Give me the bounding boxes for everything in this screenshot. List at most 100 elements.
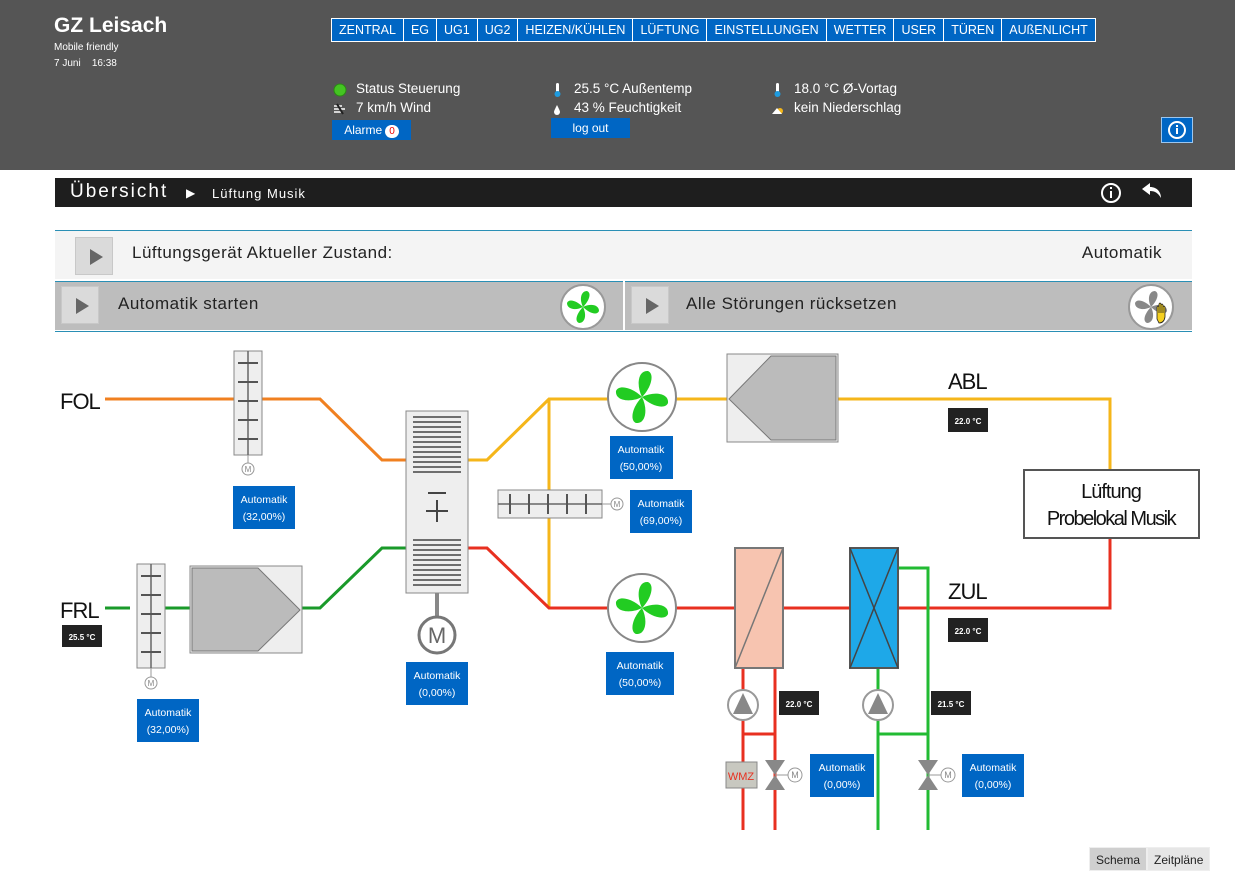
tab-zeitplaene[interactable]: Zeitpläne bbox=[1147, 847, 1211, 871]
zustand-value: Automatik bbox=[1081, 243, 1162, 262]
motor-icon bbox=[417, 615, 457, 655]
frl-label: FRL bbox=[60, 598, 99, 623]
temp-abl: 22.0 °C bbox=[948, 408, 988, 432]
svg-text:Automatik: Automatik bbox=[819, 762, 866, 774]
play-icon[interactable] bbox=[631, 286, 669, 324]
nav-lueftung[interactable]: LÜFTUNG bbox=[632, 18, 708, 42]
svg-text:(32,00%): (32,00%) bbox=[147, 724, 190, 736]
svg-text:Automatik: Automatik bbox=[970, 762, 1017, 774]
svg-text:(0,00%): (0,00%) bbox=[419, 687, 456, 699]
svg-text:(50,00%): (50,00%) bbox=[620, 461, 663, 473]
svg-text:22.0 °C: 22.0 °C bbox=[786, 700, 813, 709]
nav-ug2[interactable]: UG2 bbox=[476, 18, 519, 42]
temp-heating: 22.0 °C bbox=[779, 691, 819, 715]
status-wind-text: 7 km/h Wind bbox=[356, 100, 432, 115]
ventilation-schema: FOL FRL ABL ZUL Lüftung Probelokal Musik… bbox=[60, 350, 1200, 830]
alarme-label: Alarme bbox=[344, 123, 383, 137]
status-dot-icon bbox=[333, 83, 347, 97]
status-damper-fol[interactable]: Automatik (32,00%) bbox=[233, 486, 295, 529]
automatik-start-row[interactable]: Automatik starten bbox=[55, 281, 623, 330]
zul-duct bbox=[468, 546, 610, 610]
fan-hand-icon[interactable] bbox=[1127, 283, 1175, 331]
status-steuerung-text: Status Steuerung bbox=[356, 81, 461, 96]
abl-duct bbox=[838, 397, 1112, 470]
nav-zentral[interactable]: ZENTRAL bbox=[331, 18, 404, 42]
motor-icon bbox=[610, 497, 624, 511]
motor-label: M bbox=[428, 623, 446, 648]
status-valve-heating[interactable]: Automatik (0,00%) bbox=[810, 754, 874, 797]
nav-aussenlicht[interactable]: AUßENLICHT bbox=[1001, 18, 1096, 42]
temp-frl: 25.5 °C bbox=[62, 625, 102, 647]
wmz-meter[interactable] bbox=[725, 761, 758, 789]
motor-label: M bbox=[245, 465, 252, 474]
status-fan-zul[interactable]: Automatik (50,00%) bbox=[606, 652, 674, 695]
valve-heating[interactable]: M bbox=[765, 760, 803, 790]
device-box bbox=[1023, 469, 1200, 539]
thermometer-icon bbox=[554, 83, 561, 97]
status-fan-abl[interactable]: Automatik (50,00%) bbox=[610, 436, 673, 479]
pump-cooling[interactable] bbox=[862, 689, 894, 721]
play-icon[interactable] bbox=[61, 286, 99, 324]
svg-text:Automatik: Automatik bbox=[414, 670, 461, 682]
divider bbox=[55, 331, 1192, 332]
tab-schema[interactable]: Schema bbox=[1089, 847, 1148, 871]
temp-zul: 22.0 °C bbox=[948, 618, 988, 642]
nav-heizen-kuehlen[interactable]: HEIZEN/KÜHLEN bbox=[517, 18, 634, 42]
nav-eg[interactable]: EG bbox=[402, 18, 438, 42]
fan-zul[interactable] bbox=[607, 573, 677, 643]
pump-heating[interactable] bbox=[727, 689, 759, 721]
fan-icon[interactable] bbox=[559, 283, 607, 331]
thermometer-icon bbox=[774, 83, 781, 97]
nav-wetter[interactable]: WETTER bbox=[825, 18, 895, 42]
reset-row[interactable]: Alle Störungen rücksetzen bbox=[625, 281, 1192, 330]
nav-user[interactable]: USER bbox=[893, 18, 945, 42]
fan-abl[interactable] bbox=[607, 362, 677, 432]
nav-ug1[interactable]: UG1 bbox=[436, 18, 478, 42]
fol-duct bbox=[105, 397, 408, 462]
wind-icon bbox=[334, 103, 345, 115]
info-icon[interactable] bbox=[1100, 182, 1122, 204]
info-button[interactable] bbox=[1161, 117, 1193, 143]
nav-einstellungen[interactable]: EINSTELLUNGEN bbox=[706, 18, 827, 42]
time-text: 16:38 bbox=[91, 58, 117, 69]
site-title: GZ Leisach bbox=[54, 14, 168, 37]
abl-duct bbox=[468, 397, 610, 462]
view-tabs: Schema Zeitpläne bbox=[1089, 847, 1211, 871]
cooling-pipe bbox=[898, 566, 930, 830]
status-valve-cooling[interactable]: Automatik (0,00%) bbox=[962, 754, 1024, 797]
svg-text:(0,00%): (0,00%) bbox=[975, 779, 1012, 791]
header: GZ Leisach Mobile friendly 7 Juni 16:38 … bbox=[0, 0, 1235, 170]
site-subtitle: Mobile friendly bbox=[54, 42, 119, 53]
temp-cooling: 21.5 °C bbox=[931, 691, 971, 715]
status-heat-recovery[interactable]: Automatik (0,00%) bbox=[406, 662, 468, 705]
svg-text:(69,00%): (69,00%) bbox=[640, 515, 683, 527]
svg-text:21.5 °C: 21.5 °C bbox=[938, 700, 965, 709]
weather-icon bbox=[772, 108, 783, 114]
droplet-icon bbox=[554, 105, 560, 115]
status-feuchte-text: 43 % Feuchtigkeit bbox=[574, 100, 682, 115]
back-icon[interactable] bbox=[1140, 181, 1164, 203]
device-name-line2: Probelokal Musik bbox=[1047, 508, 1178, 530]
site-date: 7 Juni 16:38 bbox=[54, 58, 117, 69]
fol-label: FOL bbox=[60, 389, 101, 414]
play-icon[interactable] bbox=[75, 237, 113, 275]
zustand-row: Lüftungsgerät Aktueller Zustand: Automat… bbox=[55, 230, 1192, 279]
date-text: 7 Juni bbox=[54, 58, 81, 69]
svg-text:Automatik: Automatik bbox=[638, 498, 685, 510]
svg-text:(50,00%): (50,00%) bbox=[619, 677, 662, 689]
breadcrumb-arrow-icon: ▶ bbox=[186, 186, 196, 200]
main-nav: ZENTRAL EG UG1 UG2 HEIZEN/KÜHLEN LÜFTUNG… bbox=[331, 18, 1096, 42]
svg-text:Automatik: Automatik bbox=[145, 707, 192, 719]
breadcrumb: Übersicht ▶ Lüftung Musik bbox=[55, 178, 1192, 207]
valve-cooling[interactable]: M bbox=[918, 760, 956, 790]
svg-text:22.0 °C: 22.0 °C bbox=[955, 417, 982, 426]
breadcrumb-current: Lüftung Musik bbox=[212, 186, 306, 201]
abl-label: ABL bbox=[948, 369, 987, 394]
nav-tueren[interactable]: TÜREN bbox=[943, 18, 1003, 42]
breadcrumb-title[interactable]: Übersicht bbox=[70, 181, 169, 202]
status-damper-frl[interactable]: Automatik (32,00%) bbox=[137, 699, 199, 742]
motor-icon bbox=[144, 676, 158, 690]
status-bypass[interactable]: Automatik (69,00%) bbox=[630, 490, 692, 533]
logout-button[interactable]: log out bbox=[551, 118, 630, 138]
